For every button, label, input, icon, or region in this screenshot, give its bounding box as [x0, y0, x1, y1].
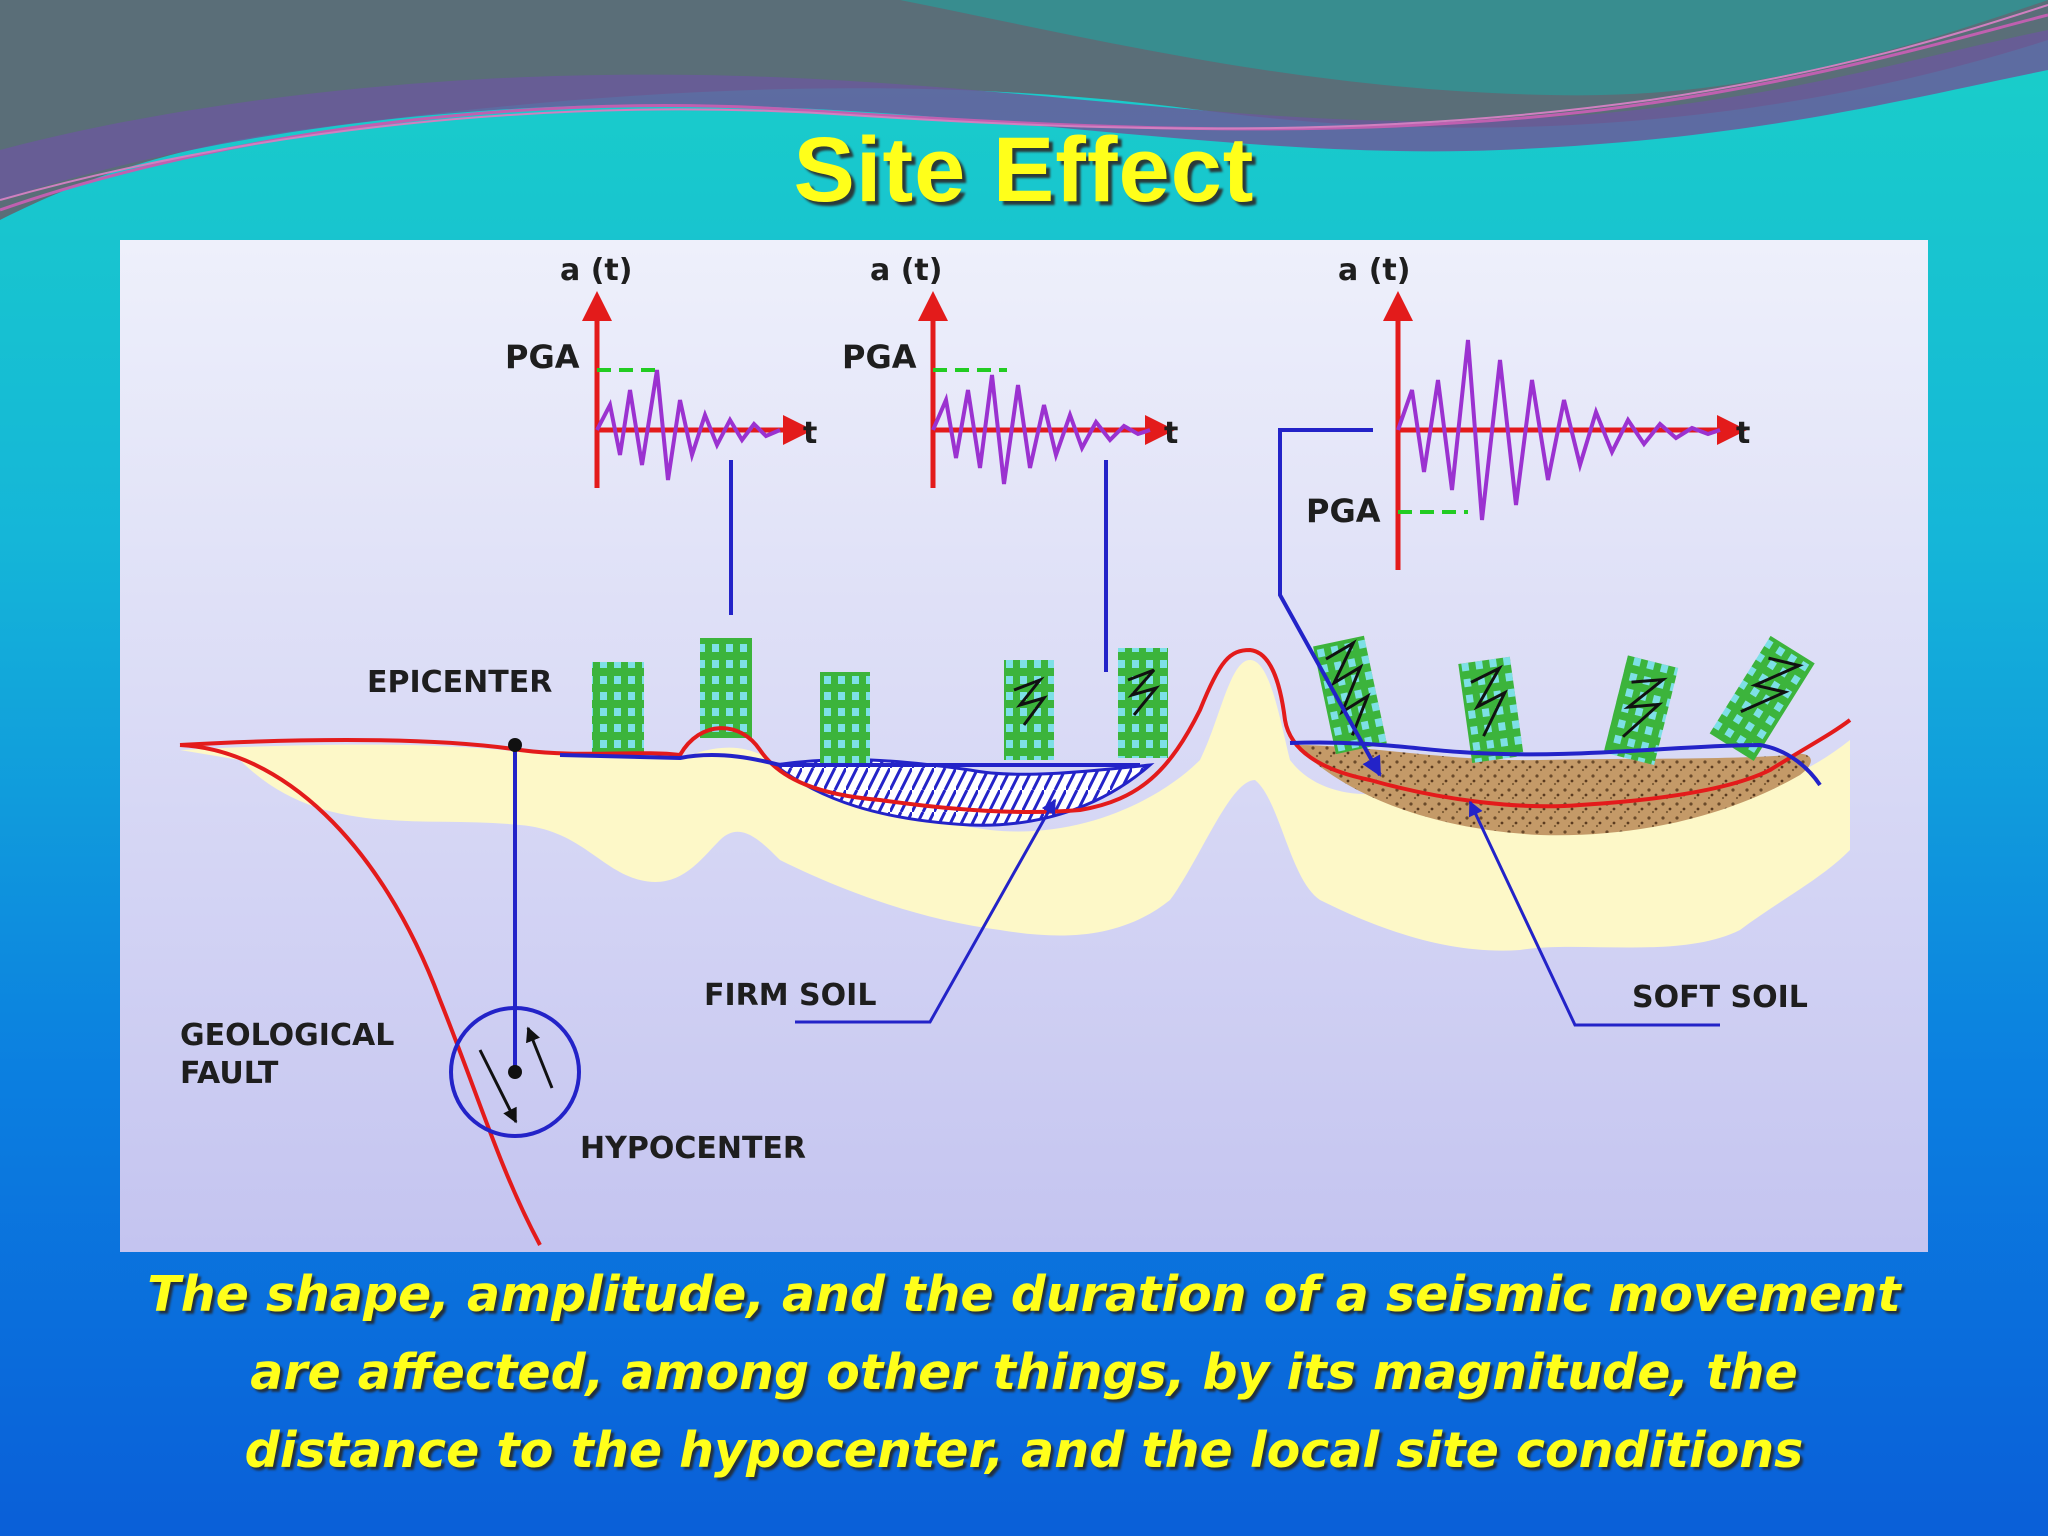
site-effect-diagram: a (t) PGA t a (t) PGA t a (t) PGA t EPIC…: [120, 240, 1928, 1252]
blue-surface-line: [559, 740, 1822, 787]
hypocenter-ring: [449, 1006, 581, 1138]
tilted-building-1: [1313, 635, 1387, 755]
slip-arrow-up: [526, 1026, 554, 1089]
geological-fault-line: [179, 743, 542, 1246]
tilted-building-2: [1458, 656, 1524, 763]
axis-label-t-3: t: [1736, 416, 1750, 451]
tilted-building-3: [1603, 655, 1679, 766]
firm-soil-label: FIRM SOIL: [704, 978, 876, 1013]
building-2: [700, 638, 752, 738]
waveform-plot-site-3: a (t) PGA t: [1306, 253, 1750, 570]
pga-label-2: PGA: [842, 338, 917, 376]
soft-soil-leader: [1468, 800, 1720, 1027]
hypocenter-dot: [508, 1065, 522, 1079]
hypocenter-label: HYPOCENTER: [580, 1131, 806, 1166]
soft-soil-basin: [1295, 745, 1811, 836]
epicenter-dot: [508, 738, 522, 752]
slide-caption: The shape, amplitude, and the duration o…: [40, 1256, 2008, 1490]
firm-soil-leader: [795, 798, 1057, 1024]
soft-soil-label: SOFT SOIL: [1632, 980, 1808, 1015]
waveform-plot-site-2: a (t) PGA t: [842, 253, 1178, 488]
geological-fault-label-line2: FAULT: [180, 1056, 279, 1091]
caption-line-1: The shape, amplitude, and the duration o…: [147, 1266, 1901, 1323]
building-3: [820, 672, 870, 764]
axis-label-a-1: a (t): [560, 253, 632, 288]
firm-soil-basin: [771, 758, 1155, 827]
slide-title: Site Effect: [793, 119, 1255, 221]
axis-label-t-1: t: [803, 416, 817, 451]
wave-band-purple: [0, 30, 2048, 200]
caption-line-3: distance to the hypocenter, and the loca…: [244, 1422, 1804, 1479]
pga-label-3: PGA: [1306, 492, 1381, 530]
leader-line-site-3: [1278, 428, 1382, 777]
wave-band-teal: [900, 0, 2048, 96]
epicenter-label: EPICENTER: [367, 665, 552, 700]
ground-surface-line: [179, 647, 1852, 814]
building-1: [592, 662, 644, 754]
pga-label-1: PGA: [505, 338, 580, 376]
waveform-plot-site-1: a (t) PGA t: [505, 253, 817, 488]
axis-label-t-2: t: [1164, 416, 1178, 451]
crack-4: [1013, 676, 1048, 726]
wave-line-2: [0, 4, 2048, 201]
geological-fault-label-line1: GEOLOGICAL: [180, 1018, 394, 1053]
firm-ground-layer: [180, 660, 1850, 951]
building-4: [1004, 660, 1054, 760]
axis-label-a-2: a (t): [870, 253, 942, 288]
tilted-building-4: [1709, 635, 1815, 761]
crack-5: [1127, 668, 1161, 716]
slip-arrow-down: [478, 1049, 518, 1124]
axis-label-a-3: a (t): [1338, 253, 1410, 288]
caption-line-2: are affected, among other things, by its…: [250, 1344, 1798, 1401]
background-waves: [0, 0, 2048, 220]
